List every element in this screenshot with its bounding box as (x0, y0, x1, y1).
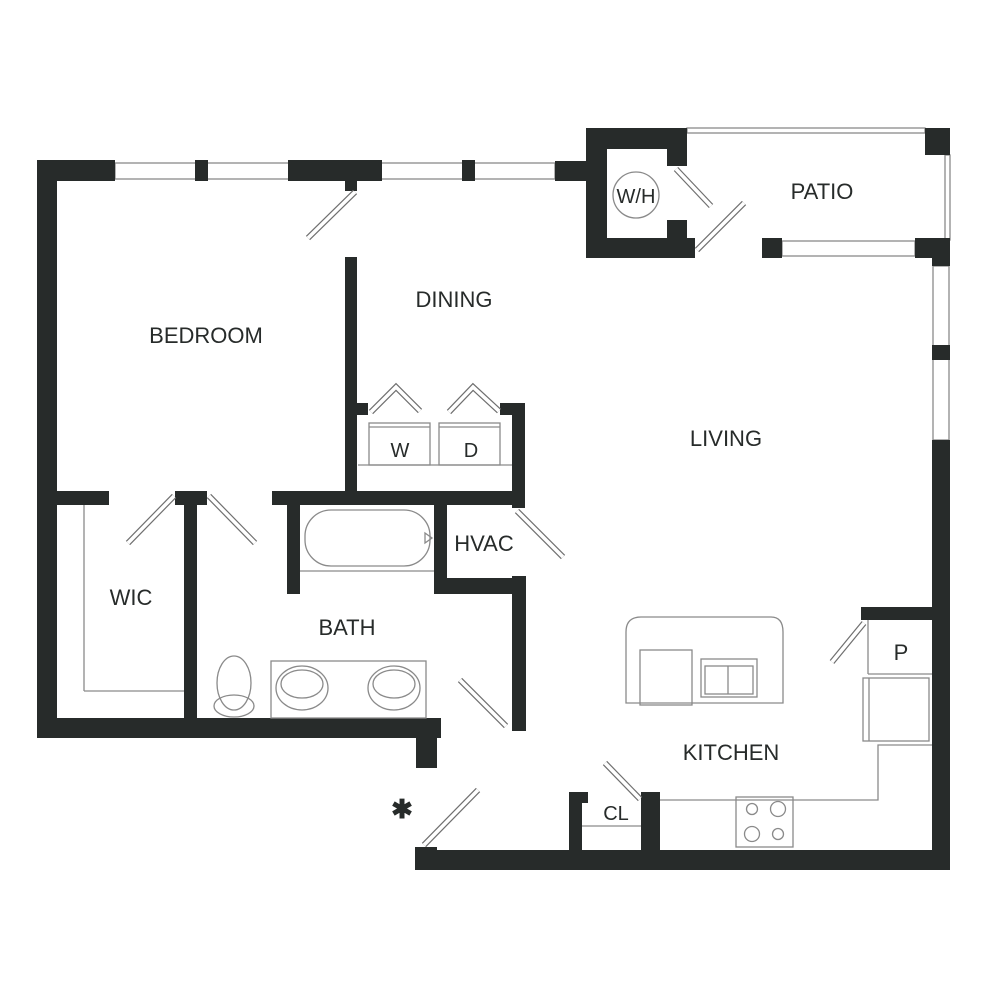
dishwasher-icon (639, 649, 693, 706)
label-bedroom: BEDROOM (149, 323, 263, 348)
entry-marker-icon: ✱ (391, 794, 413, 824)
water-heater-icon (612, 171, 660, 219)
label-closet: CL (603, 803, 629, 825)
label-dining: DINING (416, 287, 493, 312)
refrigerator-icon (862, 677, 930, 742)
wh-door (673, 166, 714, 209)
label-kitchen: KITCHEN (683, 740, 780, 765)
label-water-heater: W/H (617, 186, 656, 208)
kitchen-island (625, 616, 784, 704)
laundry-door-2 (446, 382, 502, 415)
vanity-icon (270, 660, 427, 719)
bathtub-icon (304, 509, 431, 567)
label-dryer: D (464, 440, 478, 462)
walls (37, 128, 950, 870)
hvac-door (514, 508, 566, 560)
label-hvac: HVAC (454, 531, 514, 556)
pantry-door (829, 621, 867, 664)
cooktop-icon (735, 796, 794, 848)
doors (125, 166, 867, 848)
patio-door (694, 200, 747, 253)
windows (114, 127, 951, 441)
label-living: LIVING (690, 426, 762, 451)
wic-door (125, 493, 177, 546)
label-patio: PATIO (791, 179, 854, 204)
sink-right-icon (367, 665, 421, 711)
bath-door (206, 493, 258, 546)
toilet-icon (216, 655, 252, 711)
bath-entry-door (457, 677, 509, 729)
room-labels: BEDROOM DINING W/H PATIO LIVING W D HVAC… (110, 179, 909, 825)
laundry-door-1 (368, 382, 423, 415)
fixtures (83, 171, 932, 848)
label-washer: W (391, 440, 410, 462)
label-pantry: P (894, 640, 909, 665)
kitchen-sink-icon (700, 658, 758, 698)
label-bath: BATH (318, 615, 375, 640)
label-wic: WIC (110, 585, 153, 610)
sink-left-icon (275, 665, 329, 711)
closet-door (602, 760, 643, 802)
entry-door (421, 787, 481, 848)
bedroom-door (305, 189, 358, 241)
